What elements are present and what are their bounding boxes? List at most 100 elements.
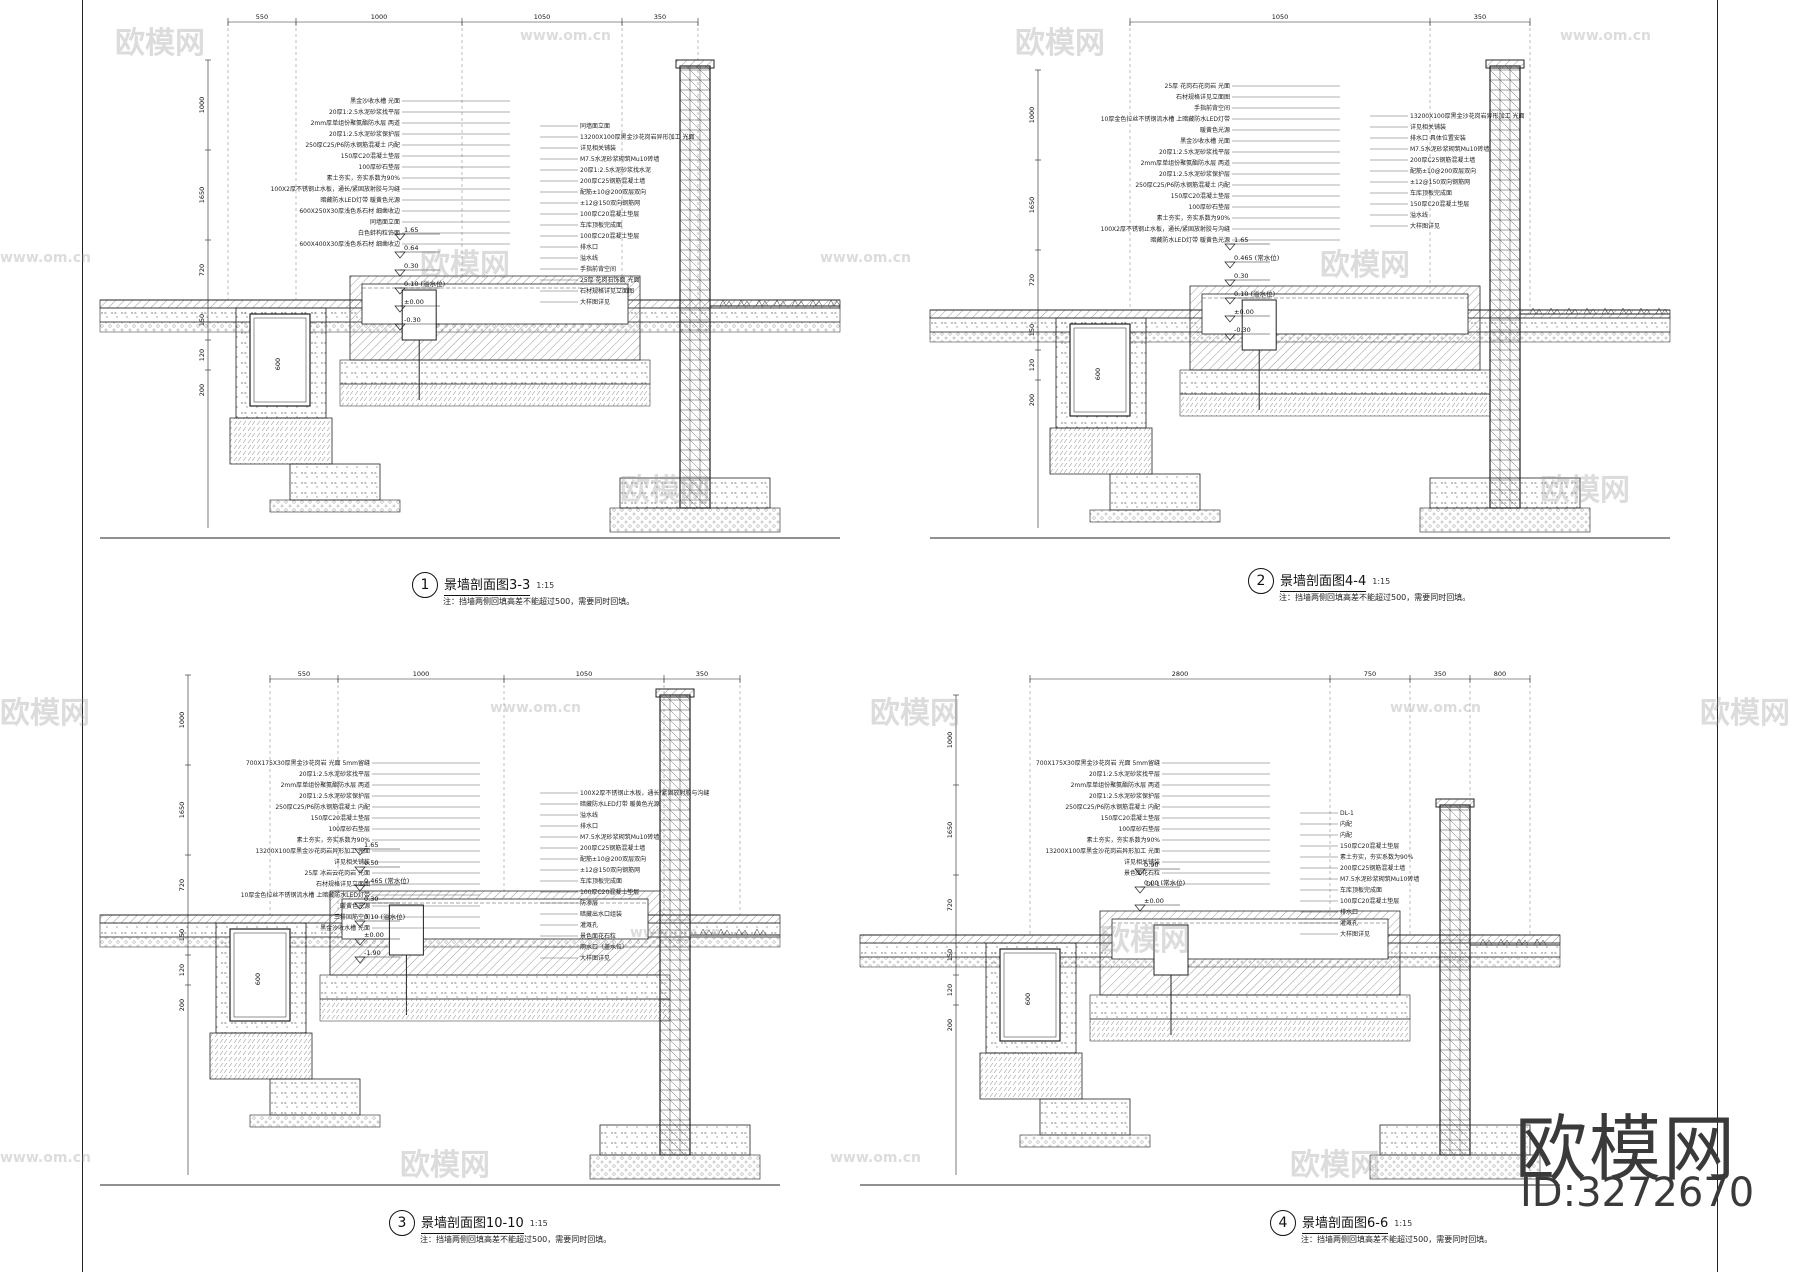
drain-box-void	[1069, 323, 1131, 417]
leader-label: 详见相关铺装	[1410, 123, 1446, 131]
grass-symbol	[1655, 307, 1669, 315]
leader-label: 详见相关铺装	[1124, 858, 1160, 866]
watermark-logo-text: 欧模网	[1515, 1107, 1738, 1191]
dimension-value: 1650	[946, 822, 954, 839]
leader-label: 20厚1:2.5水泥砂浆找平层	[299, 770, 370, 778]
leader-label: 排水口	[580, 243, 598, 251]
slab-layer	[1089, 994, 1411, 1020]
leader-label: 石材规格详见立面图	[1176, 93, 1230, 101]
leader-label: 景色面花石粒	[580, 932, 616, 940]
dimension-value: 200	[1028, 394, 1036, 406]
leader-label: 150厚C20混凝土垫层	[1410, 200, 1469, 208]
footing-block	[289, 463, 381, 501]
leader-label: 黑金沙收水槽 光面	[350, 97, 400, 105]
leader-label: 250厚C25/P6防水钢筋混凝土 内配	[275, 803, 370, 811]
dimension-value: 1650	[178, 802, 186, 819]
elevation-marker	[1134, 904, 1146, 912]
leader-label: 100厚砂石垫层	[329, 825, 370, 833]
leader-label: 2mm厚单组份聚氨酯防水层 两道	[281, 781, 370, 789]
elevation-value: 0.465 (常水位)	[1234, 253, 1279, 262]
dimension-value: 350	[654, 13, 666, 21]
slab-layer	[339, 359, 651, 385]
dimension-value: 200	[198, 384, 206, 396]
leader-label: 黑金沙收水槽 光面	[1180, 137, 1230, 145]
leader-label: M7.5水泥砂浆砌筑Mu10砖墙	[580, 833, 659, 841]
dimension-value: 200	[946, 1019, 954, 1031]
grass-symbol	[735, 928, 749, 936]
leader-label: 石材规格详见立面图	[580, 287, 634, 295]
drain-box-inner	[253, 317, 307, 403]
leader-label: 溢水线	[1410, 211, 1428, 219]
section-number: 1	[412, 572, 438, 598]
dimension-value: 350	[1434, 670, 1446, 678]
leader-label: M7.5水泥砂浆砌筑Mu10砖墙	[580, 155, 659, 163]
dimension-value: 1050	[534, 13, 551, 21]
dimension-value: 1000	[946, 732, 954, 749]
drain-box-void	[249, 313, 311, 407]
footing-soil	[229, 417, 333, 465]
section-title-1: 1 景墙剖面图3-3 1:15	[412, 572, 554, 598]
elevation-value: -1.90	[364, 949, 381, 957]
leader-label: 2mm厚单组份聚氨酯防水层 两道	[1141, 159, 1230, 167]
leader-label: 车库顶板完成面	[1410, 189, 1452, 197]
leader-label: 素土夯实，夯实系数为90%	[1087, 836, 1161, 844]
collector-box	[1241, 299, 1277, 351]
leader-label: 150厚C20混凝土垫层	[1340, 842, 1399, 850]
leader-label: 100厚C20混凝土垫层	[580, 210, 639, 218]
section-scale: 1:15	[536, 580, 555, 590]
leader-label: 100X2厚不锈钢止水板，通长/紧固放射胶与沟缝	[1101, 225, 1230, 233]
dimension-value: 720	[198, 264, 206, 276]
leader-label: M7.5水泥砂浆砌筑Mu10砖墙	[1340, 875, 1419, 883]
leader-label: 同墙面立面	[580, 122, 610, 130]
grass-symbol	[773, 299, 787, 307]
leader-label: 700X175X30厚黑金沙花岗岩 光面 5mm留缝	[1036, 759, 1160, 767]
soil-layer	[1179, 393, 1491, 417]
leader-label: 配筋±10@200双层双向	[580, 855, 646, 863]
section-note-4: 注：挡墙两侧回填高差不能超过500，需要同时回填。	[1301, 1235, 1493, 1244]
footing-block	[1109, 473, 1201, 511]
landscape-wall	[659, 694, 691, 1156]
dimension-value: 150	[178, 929, 186, 941]
leader-label: 大样图详见	[1410, 222, 1440, 230]
leader-label: 600X250X30厚浅色系石材 细凿收边	[299, 207, 400, 215]
elevation-value: 0.30	[1234, 272, 1248, 280]
footing-base	[1019, 1134, 1151, 1148]
dimension-value: 600	[1024, 993, 1032, 1005]
leader-label: 20厚1:2.5水泥砂浆保护层	[1089, 792, 1160, 800]
drain-box-inner	[233, 932, 287, 1018]
leader-label: 200厚C25钢筋混凝土墙	[1410, 156, 1475, 164]
leader-label: 素土夯实，夯实系数为90%	[297, 836, 371, 844]
dimension-value: 600	[1094, 368, 1102, 380]
leader-label: 雨水口（盖水位）	[580, 943, 628, 951]
elevation-value: 0.50	[364, 859, 378, 867]
leader-label: 20厚1:2.5水泥砂浆找平层	[1089, 770, 1160, 778]
collector-box	[1153, 924, 1189, 976]
leader-label: 10厚金色拉丝不锈钢流水槽 上暗藏防水LED灯带	[241, 891, 370, 899]
leader-label: ±12@150双向钢筋网	[580, 866, 640, 874]
grass-symbol	[1515, 938, 1529, 946]
leader-label: 600X400X30厚浅色系石材 细凿收边	[299, 240, 400, 248]
grass-symbol	[699, 928, 713, 936]
dimension-value: 2800	[1172, 670, 1189, 678]
grass-symbol	[755, 299, 769, 307]
elevation-value: 1.65	[364, 841, 378, 849]
elevation-value: 0.10 (溢水位)	[1234, 289, 1275, 298]
leader-label: 200厚C25钢筋混凝土墙	[1340, 864, 1405, 872]
elevation-value: ±0.00	[404, 298, 424, 306]
leader-label: 20厚1:2.5水泥砂浆找水泥	[580, 166, 651, 174]
dimension-value: 1650	[198, 187, 206, 204]
soil-layer	[339, 383, 651, 407]
leader-label: 详见相关铺装	[580, 144, 616, 152]
leader-label: 灌溉孔	[1340, 919, 1358, 927]
dimension-value: 120	[198, 349, 206, 361]
leader-label: 大样图详见	[1340, 930, 1370, 938]
leader-label: 250厚C25/P6防水钢筋混凝土 内配	[1135, 181, 1230, 189]
dimension-value: 350	[1474, 13, 1486, 21]
dimension-value: 150	[198, 314, 206, 326]
leader-label: 同墙面立面	[370, 218, 400, 226]
soil-layer	[319, 998, 671, 1022]
grass-symbol	[1547, 307, 1561, 315]
elevation-value: 0.10 (溢水位)	[364, 912, 405, 921]
leader-label: 配筋±10@200双层双向	[580, 188, 646, 196]
leader-label: 20厚1:2.5水泥砂浆保护层	[1159, 170, 1230, 178]
